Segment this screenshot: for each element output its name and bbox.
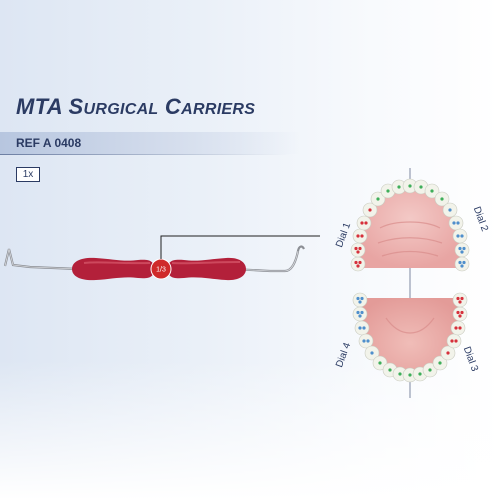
tooth-dot: [460, 234, 464, 238]
lower-tooth: [452, 306, 468, 322]
tooth-dot: [438, 361, 442, 365]
upper-tooth: [452, 228, 468, 244]
tooth-dot: [356, 234, 360, 238]
tooth-dot: [358, 300, 362, 304]
tooth-dot: [366, 339, 370, 343]
tooth-dot: [354, 260, 358, 265]
dial-4-label: Dial 4: [334, 341, 353, 369]
tooth-dot: [388, 368, 392, 372]
tooth-dot: [456, 221, 460, 225]
title-prefix: MTA: [16, 94, 63, 119]
lower-tooth: [446, 333, 462, 349]
tooth-dot: [362, 326, 366, 330]
tooth-dot: [452, 221, 456, 225]
reference-bar: [0, 132, 300, 154]
page-title: MTA SURGICAL CARRIERS: [16, 94, 255, 120]
upper-tooth: [350, 242, 366, 258]
reference-underline: [0, 154, 290, 155]
dental-arch-diagram: Dial 1 Dial 2 Dial 3 Dial 4: [334, 168, 490, 398]
upper-teeth: [350, 178, 470, 272]
tooth-dot: [450, 339, 454, 343]
tooth-dot: [398, 372, 402, 376]
lower-tooth: [354, 320, 370, 336]
upper-tooth: [356, 215, 372, 231]
handle-left: [72, 257, 154, 281]
tooth-dot: [430, 189, 434, 193]
lower-tooth: [352, 292, 368, 308]
tooth-dot: [454, 339, 458, 343]
tooth-dot: [376, 197, 380, 201]
upper-tooth: [448, 215, 464, 231]
tooth-dot: [419, 185, 423, 189]
dial-1-label: Dial 1: [334, 221, 353, 249]
tooth-dot: [356, 310, 360, 315]
tooth-dot: [370, 351, 374, 355]
tooth-dot: [408, 373, 412, 377]
tooth-dot: [408, 184, 412, 188]
title-initial-s: S: [68, 94, 84, 119]
tooth-dot: [397, 185, 401, 189]
tooth-dot: [440, 197, 444, 201]
tooth-dot: [358, 260, 362, 265]
tooth-dot: [458, 260, 462, 265]
tooth-dot: [360, 296, 364, 301]
tooth-dot: [456, 296, 460, 301]
tooth-dot: [460, 250, 464, 254]
tooth-dot: [446, 351, 450, 355]
tooth-dot: [378, 361, 382, 365]
tooth-dot: [458, 314, 462, 318]
title-initial-c: C: [164, 94, 182, 119]
lower-tooth: [450, 320, 466, 336]
tooth-dot: [462, 246, 466, 251]
upper-tooth: [454, 256, 470, 272]
tooth-dot: [458, 246, 462, 251]
tooth-dot: [360, 234, 364, 238]
upper-tooth: [454, 242, 470, 258]
tooth-dot: [356, 264, 360, 268]
tooth-dot: [356, 250, 360, 254]
tooth-dot: [362, 339, 366, 343]
dial-3-label: Dial 3: [461, 345, 480, 373]
tooth-dot: [354, 246, 358, 251]
lower-tooth: [358, 333, 374, 349]
size-badge-label: 1/3: [156, 267, 166, 274]
tooth-dot: [358, 314, 362, 318]
lower-teeth: [352, 292, 468, 383]
tooth-dot: [428, 368, 432, 372]
tooth-dot: [418, 372, 422, 376]
tooth-dot: [460, 310, 464, 315]
tooth-dot: [456, 234, 460, 238]
tooth-dot: [358, 326, 362, 330]
tooth-dot: [360, 221, 364, 225]
tooth-dot: [364, 221, 368, 225]
tooth-dot: [460, 296, 464, 301]
tooth-dot: [462, 260, 466, 265]
tooth-dot: [456, 310, 460, 315]
dial-2-label: Dial 2: [471, 205, 490, 233]
lower-tooth: [452, 292, 468, 308]
tooth-dot: [368, 208, 372, 212]
title-rest-s: URGICAL: [83, 101, 159, 118]
tooth-dot: [356, 296, 360, 301]
lower-tooth: [352, 306, 368, 322]
left-working-tip: [3, 248, 79, 271]
quantity-box: 1x: [16, 167, 40, 182]
upper-tooth: [350, 256, 366, 272]
tooth-dot: [360, 310, 364, 315]
tooth-dot: [386, 189, 390, 193]
tooth-dot: [458, 326, 462, 330]
tooth-dot: [460, 264, 464, 268]
palate: [359, 186, 461, 268]
callout-line: [160, 235, 320, 259]
tooth-dot: [358, 246, 362, 251]
reference-code: REF A 0408: [16, 136, 82, 150]
title-rest-c: ARRIERS: [181, 101, 256, 118]
tooth-dot: [454, 326, 458, 330]
background-fade: [0, 360, 500, 500]
upper-arch: [359, 186, 461, 268]
tooth-dot: [458, 300, 462, 304]
tooth-dot: [448, 208, 452, 212]
upper-tooth: [352, 228, 368, 244]
instrument-illustration: 1/3: [3, 235, 320, 281]
